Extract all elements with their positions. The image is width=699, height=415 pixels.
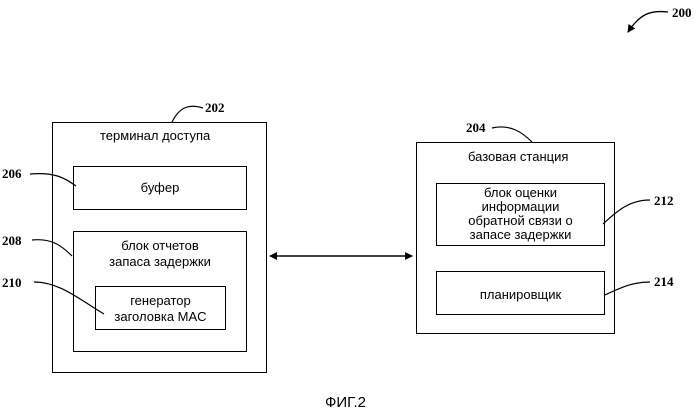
mac-generator-label-1: генератор xyxy=(95,293,226,308)
buffer-label: буфер xyxy=(73,180,247,195)
estimator-label-2: информации xyxy=(436,199,605,214)
access-terminal-title: терминал доступа xyxy=(100,128,210,143)
base-station-title: базовая станция xyxy=(468,149,568,164)
access-terminal-ref: 202 xyxy=(205,100,225,115)
leader-204 xyxy=(492,127,532,142)
delay-report-unit-ref: 208 xyxy=(2,233,22,248)
base-station-ref: 204 xyxy=(466,120,486,135)
estimator-label-4: запасе задержки xyxy=(436,227,605,242)
figure-caption: ФИГ.2 xyxy=(325,394,366,411)
delay-report-unit-label-2: запаса задержки xyxy=(73,254,247,269)
buffer-ref: 206 xyxy=(2,166,22,181)
leader-202 xyxy=(172,106,203,122)
mac-generator-label-2: заголовка MAC xyxy=(95,309,226,324)
delay-report-unit-label-1: блок отчетов xyxy=(73,238,247,253)
scheduler-ref: 214 xyxy=(654,274,674,289)
mac-generator-ref: 210 xyxy=(2,275,22,290)
figure-ref: 200 xyxy=(672,5,692,20)
scheduler-label: планировщик xyxy=(436,287,605,302)
figure-ref-arrow xyxy=(628,12,668,32)
estimator-ref: 212 xyxy=(654,193,674,208)
estimator-label-3: обратной связи о xyxy=(436,213,605,228)
estimator-label-1: блок оценки xyxy=(436,185,605,200)
